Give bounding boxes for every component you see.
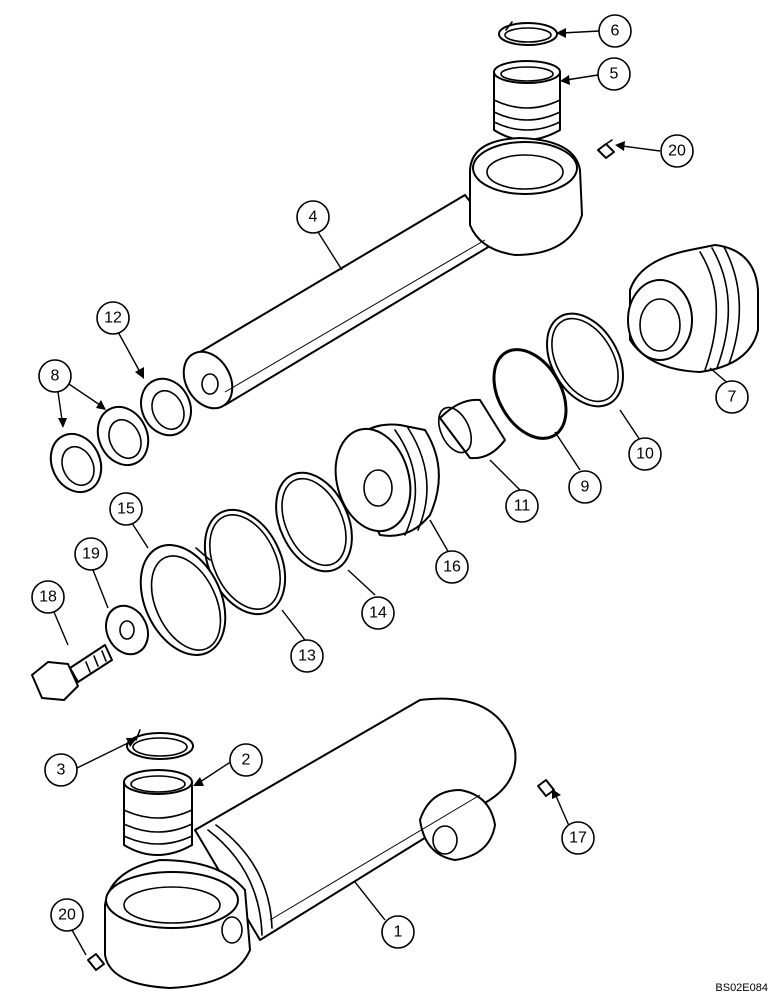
callout-label: 14 — [369, 605, 387, 622]
callout-12: 12 — [96, 301, 130, 335]
callout-15: 15 — [109, 492, 143, 526]
part-grease-fitting-bottom — [87, 953, 105, 971]
part-bushing-bottom — [123, 769, 193, 891]
callout-label: 6 — [611, 23, 620, 40]
part-grease-fitting-side — [537, 779, 555, 797]
part-wiper-seals — [49, 405, 150, 494]
callout-2: 2 — [229, 743, 263, 777]
callout-label: 12 — [104, 310, 122, 327]
callout-3: 3 — [44, 753, 78, 787]
leader-lines — [53, 28, 731, 956]
callout-19: 19 — [74, 537, 108, 571]
callout-label: 1 — [394, 924, 403, 941]
callout-1: 1 — [381, 915, 415, 949]
callout-label: 16 — [443, 559, 461, 576]
callout-18: 18 — [31, 580, 65, 614]
callout-17: 17 — [561, 821, 595, 855]
callout-label: 20 — [58, 907, 76, 924]
callout-label: 10 — [636, 446, 654, 463]
part-wear-ring-small — [437, 398, 506, 460]
part-rod-seal — [140, 377, 192, 437]
callout-label: 20 — [668, 143, 686, 160]
callout-label: 9 — [581, 479, 590, 496]
callout-7: 7 — [715, 380, 749, 414]
callout-label: 5 — [610, 66, 619, 83]
part-grease-fitting-top — [597, 139, 615, 159]
part-retaining-ring-top — [498, 21, 558, 46]
part-seal-ring — [275, 471, 353, 573]
part-bolt — [31, 644, 113, 701]
part-gland — [627, 244, 759, 373]
callout-10: 10 — [628, 437, 662, 471]
part-o-ring-large — [492, 348, 568, 440]
part-piston — [334, 423, 440, 537]
part-bushing-top — [493, 60, 561, 141]
callout-label: 7 — [728, 389, 737, 406]
callout-14: 14 — [361, 596, 395, 630]
part-washer — [105, 604, 149, 656]
callout-label: 15 — [117, 501, 135, 518]
callout-16: 16 — [435, 550, 469, 584]
callout-label: 11 — [514, 498, 531, 515]
part-split-ring — [139, 544, 227, 656]
callout-label: 17 — [569, 830, 587, 847]
callout-5: 5 — [597, 57, 631, 91]
part-piston-rod — [182, 137, 583, 410]
callout-label: 2 — [242, 752, 251, 769]
drawing-reference-code: BS02E084 — [715, 982, 768, 994]
callout-label: 13 — [298, 648, 316, 665]
callout-label: 3 — [57, 762, 66, 779]
callout-label: 4 — [309, 209, 318, 226]
callout-20-bottom: 20 — [50, 898, 84, 932]
callout-8: 8 — [38, 359, 72, 393]
callout-6: 6 — [598, 14, 632, 48]
callout-label: 19 — [82, 546, 100, 563]
callout-13: 13 — [290, 639, 324, 673]
part-cylinder-barrel — [104, 697, 517, 989]
part-retaining-ring-bottom — [126, 729, 194, 760]
callout-4: 4 — [296, 200, 330, 234]
callout-11: 11 — [505, 489, 539, 523]
callout-20-top: 20 — [660, 134, 694, 168]
callout-label: 18 — [39, 589, 57, 606]
callout-label: 8 — [51, 368, 60, 385]
callout-9: 9 — [568, 470, 602, 504]
